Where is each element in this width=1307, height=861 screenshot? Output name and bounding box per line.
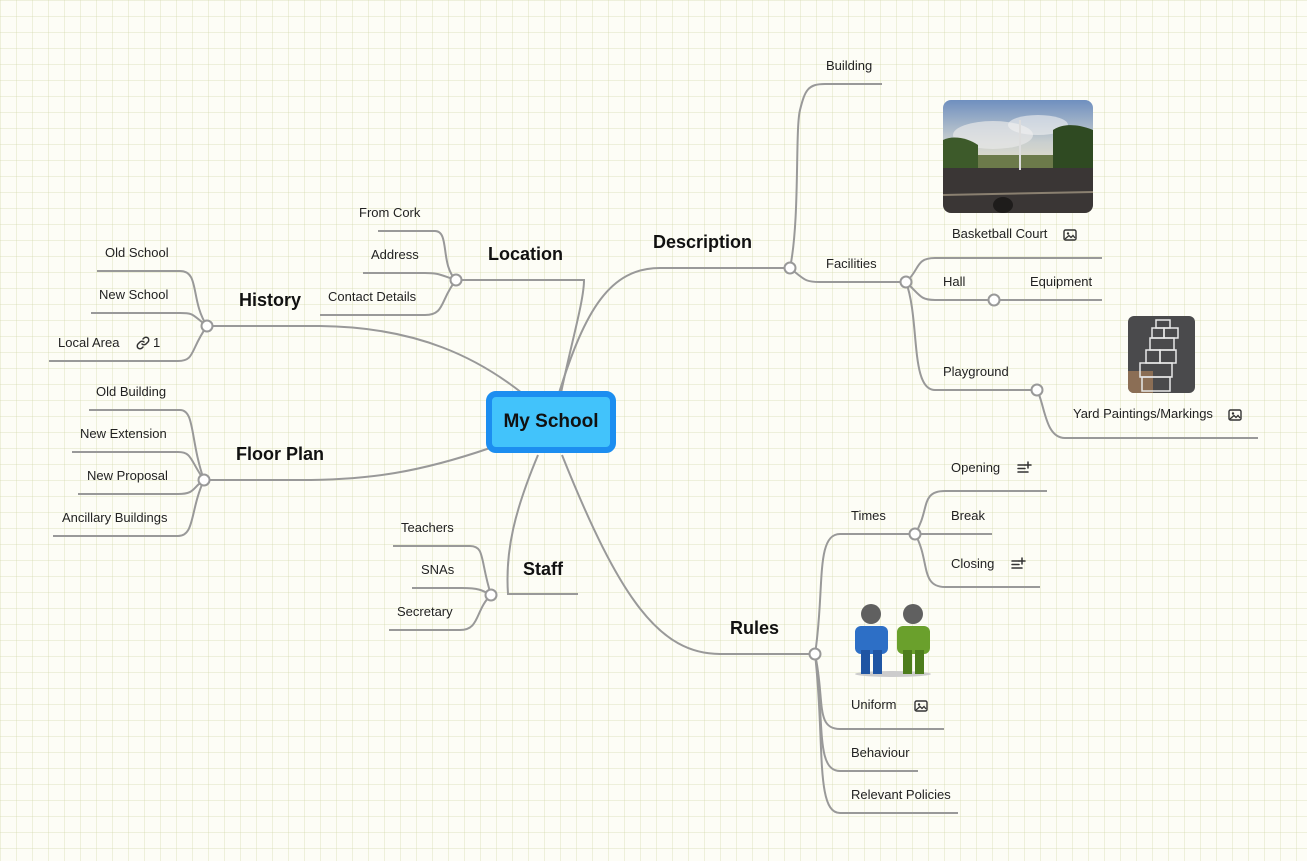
topic-local-area[interactable]: Local Area [58,335,120,350]
branch-history[interactable]: History [239,290,302,310]
notes-icon[interactable] [1010,556,1026,572]
branch-location[interactable]: Location [488,244,563,264]
topic-uniform[interactable]: Uniform [851,697,897,712]
topic-ancillary-buildings[interactable]: Ancillary Buildings [62,510,168,525]
link-count: 1 [153,335,161,350]
topic-teachers[interactable]: Teachers [401,520,454,535]
topic-behaviour[interactable]: Behaviour [851,745,910,760]
topic-from-cork[interactable]: From Cork [359,205,421,220]
topic-break[interactable]: Break [951,508,985,523]
topic-hall[interactable]: Hall [943,274,966,289]
image-icon[interactable] [1227,407,1243,423]
branch-rules[interactable]: Rules [730,618,780,638]
topic-basketball-court[interactable]: Basketball Court [952,226,1048,241]
topic-old-building[interactable]: Old Building [96,384,167,399]
topic-old-school[interactable]: Old School [105,245,169,260]
topic-snas[interactable]: SNAs [421,562,455,577]
topic-facilities[interactable]: Facilities [826,256,877,271]
branch-staff[interactable]: Staff [523,559,563,579]
topic-playground[interactable]: Playground [943,364,1009,379]
topic-times[interactable]: Times [851,508,886,523]
uniform-people-image[interactable] [850,602,936,678]
branch-description[interactable]: Description [653,232,753,252]
topic-opening[interactable]: Opening [951,460,1001,475]
topic-new-school[interactable]: New School [99,287,169,302]
notes-icon[interactable] [1016,460,1032,476]
topic-equipment[interactable]: Equipment [1030,274,1093,289]
topic-secretary[interactable]: Secretary [397,604,453,619]
topic-relevant-policies[interactable]: Relevant Policies [851,787,951,802]
topic-address[interactable]: Address [371,247,419,262]
central-topic[interactable]: My School [486,391,616,453]
topic-yard-paintings[interactable]: Yard Paintings/Markings [1073,406,1213,421]
branch-floor-plan[interactable]: Floor Plan [236,444,325,464]
link-icon[interactable] [135,335,151,351]
central-topic-label: My School [503,411,599,432]
image-icon[interactable] [913,698,929,714]
image-icon[interactable] [1062,227,1078,243]
basketball-court-image[interactable] [943,100,1093,213]
topic-contact-details[interactable]: Contact Details [328,289,417,304]
topic-new-extension[interactable]: New Extension [80,426,167,441]
topic-new-proposal[interactable]: New Proposal [87,468,168,483]
topic-closing[interactable]: Closing [951,556,995,571]
topic-building[interactable]: Building [826,58,873,73]
yard-markings-image[interactable] [1128,316,1195,393]
